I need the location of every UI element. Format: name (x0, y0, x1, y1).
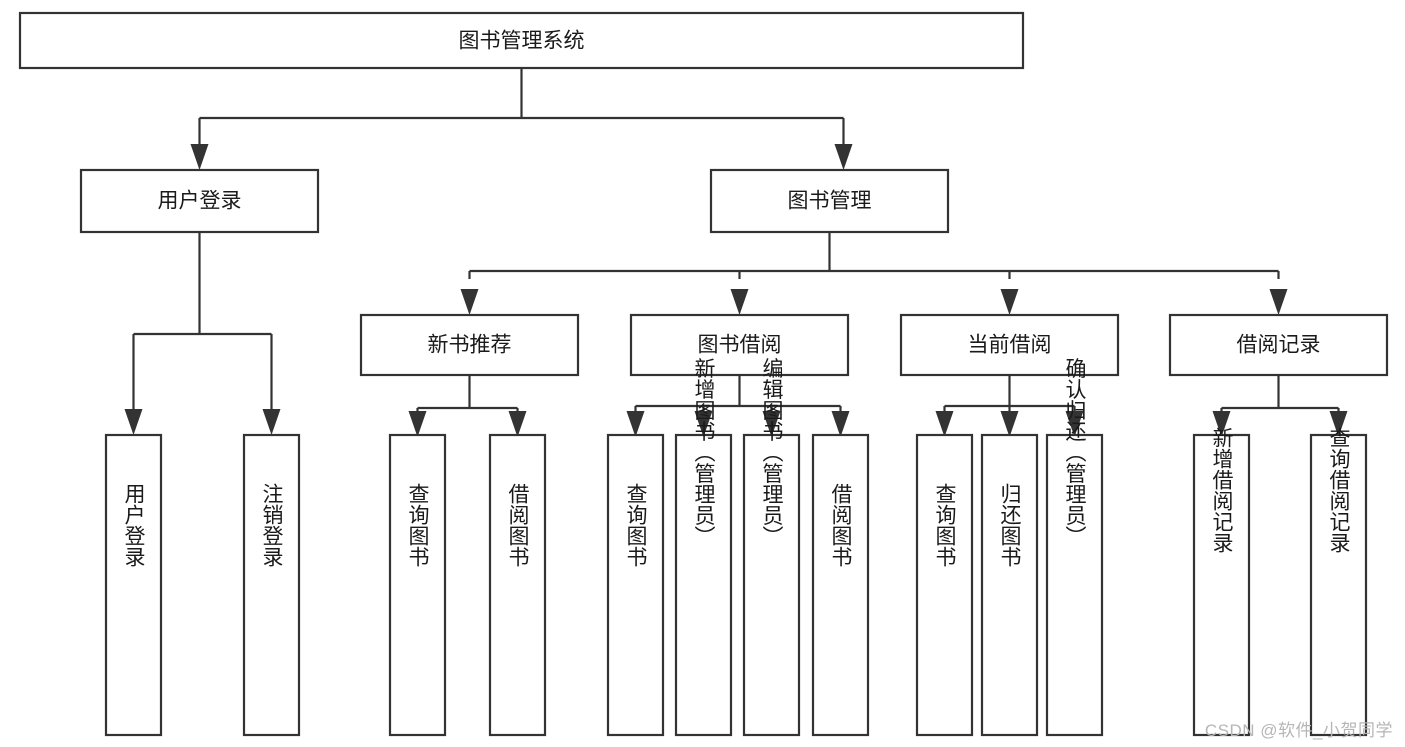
node-book-manage-label: 图书管理 (788, 190, 872, 213)
node-root-system[interactable]: 图书管理系统 (18, 11, 1025, 70)
node-book-manage-box (709, 168, 950, 234)
leaf-query-book-recommend-box (388, 433, 447, 737)
node-book-manage[interactable]: 图书管理 (709, 168, 950, 234)
leaf-query-book-current[interactable]: 查询图书 (915, 433, 974, 737)
connector-layer (124, 68, 1348, 437)
leaf-logout-label: 注销登录 (260, 483, 284, 567)
leaf-query-borrow-record-box (1309, 433, 1368, 737)
node-root-system-box (18, 11, 1025, 70)
node-new-book-recommend[interactable]: 新书推荐 (359, 313, 580, 377)
arrow-to-leaf-query-book-3 (935, 411, 954, 437)
leaf-logout[interactable]: 注销登录 (242, 433, 301, 737)
leaf-return-book-label: 归还图书 (998, 483, 1022, 567)
leaf-query-book-recommend-label: 查询图书 (406, 483, 430, 567)
leaf-confirm-return[interactable]: 确认归还（管理员） (1045, 358, 1104, 737)
leaf-borrow-book-box (811, 433, 870, 737)
leaf-logout-box (242, 433, 301, 737)
leaf-query-book-borrow-label: 查询图书 (624, 483, 648, 567)
node-book-borrow-box (629, 313, 850, 377)
leaf-borrow-book[interactable]: 借阅图书 (811, 433, 870, 737)
leaf-borrow-book-recommend-box (488, 433, 547, 737)
node-user-login-label: 用户登录 (158, 190, 242, 213)
arrow-to-leaf-return-book (1000, 411, 1019, 437)
node-book-borrow-label: 图书借阅 (698, 334, 782, 357)
node-user-login-box (79, 168, 320, 234)
leaf-user-login[interactable]: 用户登录 (104, 433, 163, 737)
arrow-to-book-borrow (730, 289, 749, 315)
node-current-borrow[interactable]: 当前借阅 (899, 313, 1120, 377)
leaf-query-book-current-label: 查询图书 (933, 483, 957, 567)
node-root-system-label: 图书管理系统 (459, 30, 585, 53)
arrow-to-book-manage (834, 144, 853, 170)
leaf-return-book-box (980, 433, 1039, 737)
leaf-edit-book-label: 编辑图书（管理员） (760, 358, 784, 547)
leaf-query-borrow-record[interactable]: 查询借阅记录 (1309, 427, 1368, 737)
leaf-query-book-borrow[interactable]: 查询图书 (606, 433, 665, 737)
node-book-borrow[interactable]: 图书借阅 (629, 313, 850, 377)
node-user-login[interactable]: 用户登录 (79, 168, 320, 234)
leaf-query-book-recommend[interactable]: 查询图书 (388, 433, 447, 737)
leaf-query-borrow-record-label: 查询借阅记录 (1327, 427, 1351, 553)
leaf-user-login-box (104, 433, 163, 737)
node-current-borrow-label: 当前借阅 (968, 334, 1052, 357)
arrow-to-user-login (190, 144, 209, 170)
arrow-to-leaf-query-book-1 (408, 411, 427, 437)
leaf-add-borrow-record[interactable]: 新增借阅记录 (1192, 427, 1251, 737)
leaf-add-book[interactable]: 新增图书（管理员） (674, 358, 733, 737)
leaf-add-book-box (674, 433, 733, 737)
node-current-borrow-box (899, 313, 1120, 377)
leaf-query-book-borrow-box (606, 433, 665, 737)
arrow-to-new-book-recommend (460, 289, 479, 315)
node-borrow-record-label: 借阅记录 (1237, 334, 1321, 357)
node-new-book-recommend-box (359, 313, 580, 377)
leaf-add-borrow-record-label: 新增借阅记录 (1210, 427, 1234, 553)
arrow-to-leaf-borrow-book-2 (831, 411, 850, 437)
arrow-to-leaf-user-login (124, 409, 143, 435)
node-borrow-record[interactable]: 借阅记录 (1168, 313, 1389, 377)
arrow-to-leaf-borrow-book-1 (508, 411, 527, 437)
leaf-return-book[interactable]: 归还图书 (980, 433, 1039, 737)
arrow-to-borrow-record (1269, 289, 1288, 315)
leaf-borrow-book-label: 借阅图书 (829, 483, 853, 567)
node-new-book-recommend-label: 新书推荐 (428, 334, 512, 357)
leaf-user-login-label: 用户登录 (122, 483, 146, 567)
leaf-edit-book[interactable]: 编辑图书（管理员） (742, 358, 801, 737)
node-borrow-record-box (1168, 313, 1389, 377)
leaf-add-book-label: 新增图书（管理员） (692, 358, 716, 547)
arrow-to-leaf-logout (262, 409, 281, 435)
arrow-to-leaf-query-book-2 (626, 411, 645, 437)
leaf-query-book-current-box (915, 433, 974, 737)
leaf-add-borrow-record-box (1192, 433, 1251, 737)
csdn-watermark: CSDN @软件_小贺同学 (1204, 721, 1393, 740)
leaf-confirm-return-box (1045, 433, 1104, 737)
leaf-borrow-book-recommend[interactable]: 借阅图书 (488, 433, 547, 737)
arrow-to-current-borrow (1000, 289, 1019, 315)
leaf-confirm-return-label: 确认归还（管理员） (1063, 358, 1087, 547)
leaf-edit-book-box (742, 433, 801, 737)
leaf-borrow-book-recommend-label: 借阅图书 (506, 483, 530, 567)
